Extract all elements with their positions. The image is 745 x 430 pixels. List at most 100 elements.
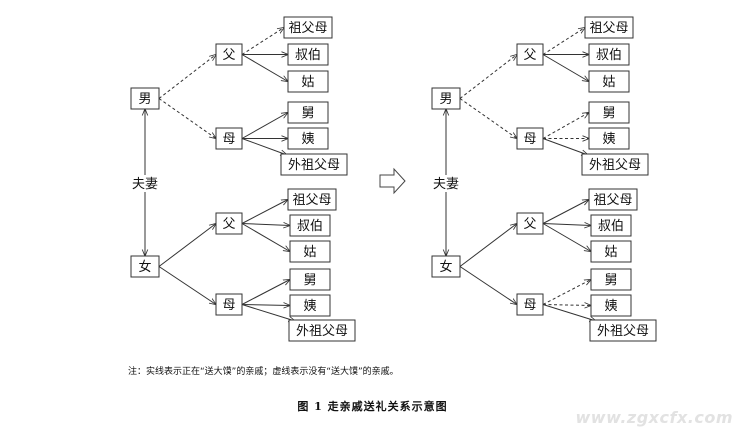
spouse-label-backdrop xyxy=(130,175,160,192)
node-box xyxy=(289,268,331,291)
node-label: 祖父母 xyxy=(288,21,327,36)
node-label: 父 xyxy=(523,217,536,232)
node-w-m-grandparents-p2: 外祖父母 xyxy=(589,319,657,342)
node-w-f-grandparents-p1: 祖父母 xyxy=(287,188,337,211)
node-label: 姨 xyxy=(602,132,615,147)
node-husband-father-p2: 父 xyxy=(516,43,544,66)
node-label: 祖父母 xyxy=(589,21,628,36)
edge-hm-grandparents-p2 xyxy=(542,138,588,156)
node-label: 姑 xyxy=(604,245,617,260)
node-h-f-grandparents-p1: 祖父母 xyxy=(283,16,333,39)
node-box xyxy=(287,101,329,124)
edge-wf-uncle-p2 xyxy=(542,224,591,226)
node-label: 父 xyxy=(222,48,235,63)
node-box xyxy=(588,188,638,211)
node-h-m-grandparents-p2: 外祖父母 xyxy=(581,153,649,176)
node-label: 叔伯 xyxy=(596,48,622,63)
node-label: 姨 xyxy=(301,132,314,147)
node-w-m-uncle-p1: 舅 xyxy=(289,268,331,291)
node-label: 姑 xyxy=(303,245,316,260)
node-w-m-aunt-p1: 姨 xyxy=(289,294,331,317)
node-label: 叔伯 xyxy=(598,219,624,234)
node-box xyxy=(215,43,243,66)
node-label: 男 xyxy=(138,92,151,107)
node-box xyxy=(588,101,630,124)
node-box xyxy=(287,188,337,211)
node-box xyxy=(289,214,331,237)
node-box xyxy=(280,153,348,176)
node-label: 舅 xyxy=(604,273,617,288)
edge-wm-grandparents-p1 xyxy=(241,304,295,322)
edge-husband-mother-p1 xyxy=(158,98,216,139)
node-h-m-aunt-p1: 姨 xyxy=(287,127,329,150)
node-w-m-aunt-p2: 姨 xyxy=(590,294,632,317)
node-husband-father-p1: 父 xyxy=(215,43,243,66)
edge-wm-aunt-p1 xyxy=(241,305,290,306)
edge-wm-uncle-p1 xyxy=(241,280,290,305)
node-box xyxy=(590,268,632,291)
node-h-f-uncle-p1: 叔伯 xyxy=(287,43,329,66)
node-label: 祖父母 xyxy=(292,193,331,208)
legend-note: 注：实线表示正在“送大馍”的亲戚；虚线表示没有“送大馍”的亲戚。 xyxy=(128,367,399,377)
node-h-m-grandparents-p1: 外祖父母 xyxy=(280,153,348,176)
edge-wf-aunt-p2 xyxy=(542,223,591,252)
node-box xyxy=(431,87,461,110)
spouse-label-backdrop xyxy=(431,175,461,192)
edge-wife-mother-p2 xyxy=(459,266,517,305)
node-box xyxy=(287,127,329,150)
node-label: 舅 xyxy=(301,106,314,121)
node-w-f-uncle-p2: 叔伯 xyxy=(590,214,632,237)
node-box xyxy=(584,16,634,39)
node-wife-father-p1: 父 xyxy=(215,212,243,235)
edge-wife-mother-p1 xyxy=(158,266,216,305)
node-w-m-uncle-p2: 舅 xyxy=(590,268,632,291)
node-label: 外祖父母 xyxy=(288,158,340,173)
node-box xyxy=(590,240,632,263)
node-h-m-aunt-p2: 姨 xyxy=(588,127,630,150)
edge-hm-uncle-p2 xyxy=(542,113,589,139)
edge-hf-aunt-p1 xyxy=(241,54,288,82)
node-wife-father-p2: 父 xyxy=(516,212,544,235)
node-label: 叔伯 xyxy=(295,48,321,63)
node-box xyxy=(289,240,331,263)
edge-wf-aunt-p1 xyxy=(241,223,290,252)
node-label: 舅 xyxy=(602,106,615,121)
node-label: 外祖父母 xyxy=(589,158,641,173)
node-h-m-uncle-p1: 舅 xyxy=(287,101,329,124)
node-w-f-aunt-p1: 姑 xyxy=(289,240,331,263)
node-label: 女 xyxy=(138,259,151,275)
spouse-label-p1: 夫妻 xyxy=(132,177,158,192)
node-w-f-aunt-p2: 姑 xyxy=(590,240,632,263)
edge-hf-grandparents-p1 xyxy=(241,28,284,55)
node-box xyxy=(516,212,544,235)
node-box xyxy=(289,294,331,317)
node-box xyxy=(516,127,544,150)
node-wife-p1: 女 xyxy=(130,255,160,278)
node-h-f-aunt-p1: 姑 xyxy=(287,70,329,93)
node-label: 男 xyxy=(439,92,452,107)
edge-wife-father-p1 xyxy=(158,224,216,267)
node-h-f-grandparents-p2: 祖父母 xyxy=(584,16,634,39)
edge-wm-uncle-p2 xyxy=(542,280,591,305)
figure-caption: 图 1 走亲戚送礼关系示意图 xyxy=(297,400,448,413)
node-h-m-uncle-p2: 舅 xyxy=(588,101,630,124)
node-label: 姨 xyxy=(604,299,617,314)
node-husband-p1: 男 xyxy=(130,87,160,110)
edge-husband-father-p1 xyxy=(158,55,216,99)
node-label: 叔伯 xyxy=(297,219,323,234)
edge-wife-father-p2 xyxy=(459,224,517,267)
node-wife-mother-p1: 母 xyxy=(215,293,243,316)
node-box xyxy=(516,43,544,66)
node-box xyxy=(590,214,632,237)
edge-wm-grandparents-p2 xyxy=(542,304,596,322)
node-label: 舅 xyxy=(303,273,316,288)
node-box xyxy=(287,70,329,93)
node-box xyxy=(581,153,649,176)
edge-wf-grandparents-p2 xyxy=(542,200,589,224)
transition-arrow-icon xyxy=(379,167,406,195)
node-w-m-grandparents-p1: 外祖父母 xyxy=(288,319,356,342)
node-wife-mother-p2: 母 xyxy=(516,293,544,316)
edge-hf-grandparents-p2 xyxy=(542,28,585,55)
node-box xyxy=(589,319,657,342)
